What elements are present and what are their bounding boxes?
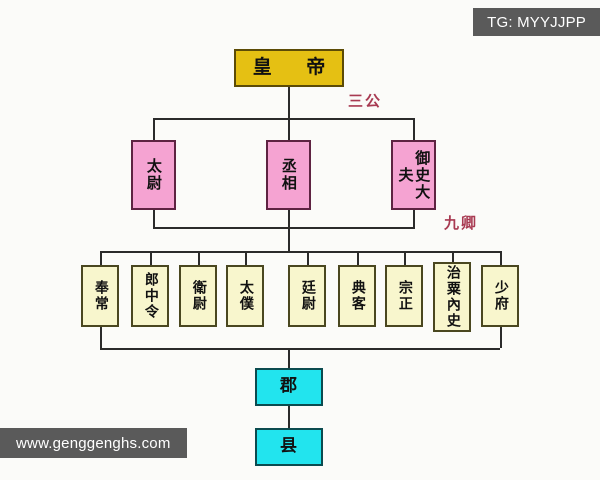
connector-minister-drop-7 bbox=[404, 251, 406, 265]
label-nine-ministers: 九卿 bbox=[444, 214, 479, 232]
connector-duke-riser-2 bbox=[288, 210, 290, 227]
connector-minister-drop-2 bbox=[150, 251, 152, 265]
node-nine-ministers-dianke[interactable]: 典客 bbox=[338, 265, 376, 327]
label-three-dukes: 三公 bbox=[348, 92, 383, 110]
connector-nine-ministers-bus bbox=[100, 251, 500, 253]
connector-three-dukes-bus bbox=[153, 118, 415, 120]
connector-bottom-bus bbox=[100, 348, 500, 350]
node-nine-ministers-tingwei[interactable]: 廷尉 bbox=[288, 265, 326, 327]
connector-emperor-stem bbox=[288, 87, 290, 118]
node-nine-ministers-fengchang[interactable]: 奉常 bbox=[81, 265, 119, 327]
connector-duke-drop-3 bbox=[413, 118, 415, 140]
connector-minister-riser-left bbox=[100, 327, 102, 348]
connector-duke-drop-2 bbox=[288, 118, 290, 140]
node-nine-ministers-zongzheng[interactable]: 宗正 bbox=[385, 265, 423, 327]
node-three-dukes-taiwei[interactable]: 太尉 bbox=[131, 140, 176, 210]
node-commandery[interactable]: 郡 bbox=[255, 368, 323, 406]
connector-minister-drop-1 bbox=[100, 251, 102, 265]
connector-minister-drop-4 bbox=[245, 251, 247, 265]
node-nine-ministers-taipu[interactable]: 太僕 bbox=[226, 265, 264, 327]
watermark-top-right: TG: MYYJJPP bbox=[473, 8, 600, 36]
node-nine-ministers-zhisuneishi[interactable]: 治粟內史 bbox=[433, 262, 471, 332]
connector-duke-drop-1 bbox=[153, 118, 155, 140]
connector-minister-drop-5 bbox=[307, 251, 309, 265]
node-three-dukes-yushidafu[interactable]: 御史大夫 bbox=[391, 140, 436, 210]
connector-minister-drop-9 bbox=[500, 251, 502, 265]
connector-minister-riser-right bbox=[500, 327, 502, 348]
node-three-dukes-chengxiang[interactable]: 丞相 bbox=[266, 140, 311, 210]
connector-minister-drop-6 bbox=[357, 251, 359, 265]
connector-dukes-merge-bus bbox=[153, 227, 415, 229]
node-nine-ministers-weiwei[interactable]: 衛尉 bbox=[179, 265, 217, 327]
connector-minister-drop-8 bbox=[452, 251, 454, 265]
connector-commandery-stem bbox=[288, 348, 290, 368]
connector-minister-drop-3 bbox=[198, 251, 200, 265]
connector-county-stem bbox=[288, 406, 290, 428]
watermark-bottom-left: www.genggenghs.com bbox=[0, 428, 187, 458]
connector-duke-riser-3 bbox=[413, 210, 415, 227]
node-nine-ministers-langzhongling[interactable]: 郎中令 bbox=[131, 265, 169, 327]
node-county[interactable]: 县 bbox=[255, 428, 323, 466]
node-emperor[interactable]: 皇 帝 bbox=[234, 49, 344, 87]
connector-duke-riser-1 bbox=[153, 210, 155, 227]
connector-ministers-stem bbox=[288, 227, 290, 252]
node-nine-ministers-shaofu[interactable]: 少府 bbox=[481, 265, 519, 327]
